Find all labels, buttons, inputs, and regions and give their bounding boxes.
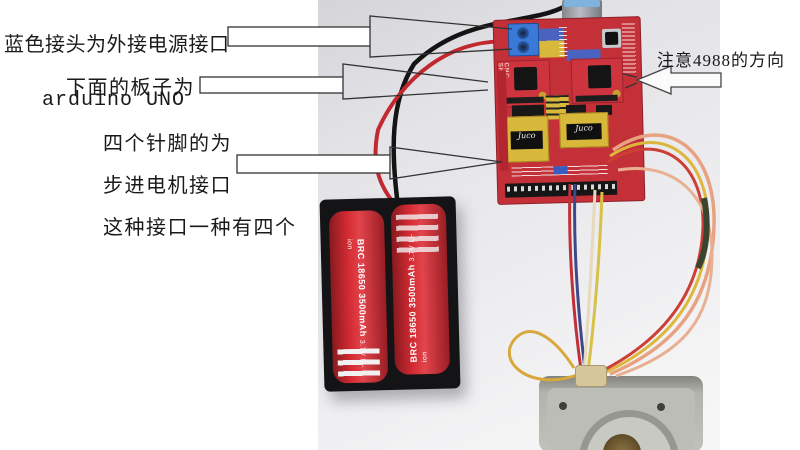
annotation-board-line1: 下面的板子为	[66, 77, 195, 99]
stepper-line3: 这种接口一种有四个	[103, 217, 297, 239]
motor-mount-hole	[559, 402, 567, 410]
stepper-line2: 步进电机接口	[103, 175, 232, 197]
stepper-motor	[539, 376, 703, 450]
annotation-driver-note: 注意4988的方向	[657, 51, 785, 70]
wire-taped-green	[695, 197, 710, 270]
annotation-board-line2: arduino UNO	[42, 89, 186, 112]
stepper-line1: 四个针脚的为	[103, 133, 232, 155]
usb-cable-boot	[564, 0, 600, 7]
motor-shaft	[603, 434, 641, 450]
wire-down-cream	[582, 189, 597, 372]
motor-wires	[507, 133, 716, 382]
annotation-stepper: 四个针脚的为 步进电机接口 这种接口一种有四个	[103, 134, 297, 239]
motor-mount-hole	[657, 403, 665, 411]
wire-down-blue	[573, 183, 587, 371]
annotation-power: 蓝色接头为外接电源接口	[4, 34, 230, 56]
motor-wire-clamp	[575, 365, 607, 387]
wire-loop-salmon	[609, 133, 716, 376]
wire-down-yellow	[586, 191, 604, 372]
wire-loop-salmon2	[615, 167, 714, 378]
wire-loop-red	[601, 147, 705, 373]
wire-loop-bottom-yellow	[507, 330, 581, 382]
wire-down-red	[568, 183, 583, 371]
